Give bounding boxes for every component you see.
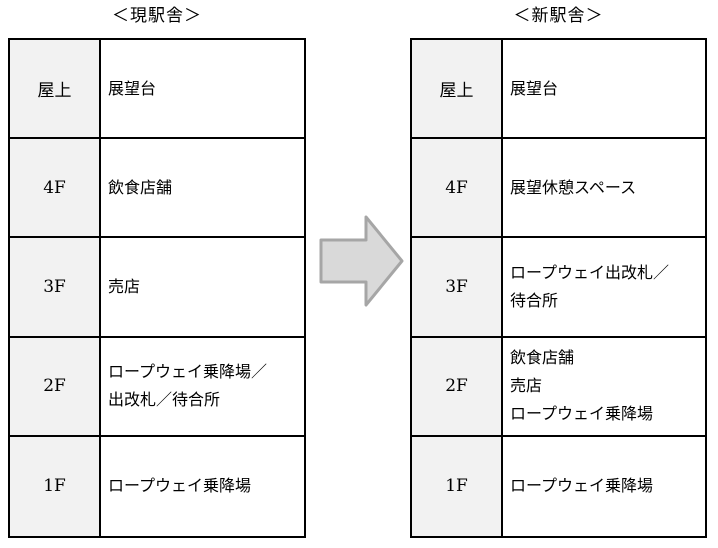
current-station-table: 屋上 展望台 4F 飲食店舗 3F 売店 2F ロープウェイ乗降場／ 出改札／待… [8, 38, 306, 538]
table-row: 2F ロープウェイ乗降場／ 出改札／待合所 [10, 337, 304, 437]
current-station-title: ＜現駅舎＞ [112, 6, 202, 26]
floor-use-cell: 売店 [108, 276, 141, 296]
floor-use-cell: ロープウェイ乗降場／ 出改札／待合所 [108, 362, 268, 410]
table-row: 4F 飲食店舗 [10, 139, 304, 239]
table-row: 3F 売店 [10, 238, 304, 338]
right-arrow-shape [319, 215, 404, 307]
floor-use-cell: ロープウェイ乗降場 [510, 476, 654, 496]
floor-use-cell: ロープウェイ出改札／ 待合所 [510, 262, 670, 310]
table-row: 3F ロープウェイ出改札／ 待合所 [412, 238, 705, 338]
floor-use-cell: ロープウェイ乗降場 [108, 476, 252, 496]
floor-label-cell: 屋上 [412, 40, 503, 138]
floor-label-cell: 1F [412, 436, 503, 536]
table-row: 4F 展望休憩スペース [412, 139, 705, 239]
floor-use-cell: 展望休憩スペース [510, 177, 637, 197]
floor-label-cell: 4F [10, 139, 101, 237]
floor-label-cell: 2F [10, 337, 101, 435]
floor-label-cell: 1F [10, 436, 101, 536]
table-row: 屋上 展望台 [10, 40, 304, 140]
floor-label-cell: 4F [412, 139, 503, 237]
right-arrow-icon [319, 215, 404, 307]
floor-label-cell: 3F [10, 238, 101, 336]
floor-label-cell: 屋上 [10, 40, 101, 138]
floor-use-cell: 展望台 [108, 78, 157, 98]
floor-label-cell: 3F [412, 238, 503, 336]
table-row: 1F ロープウェイ乗降場 [412, 436, 705, 536]
floor-use-cell: 飲食店舗 [108, 177, 173, 197]
new-station-title: ＜新駅舎＞ [513, 6, 604, 26]
table-row: 屋上 展望台 [412, 40, 705, 140]
table-row: 2F 飲食店舗 売店 ロープウェイ乗降場 [412, 337, 705, 437]
floor-use-cell: 飲食店舗 売店 ロープウェイ乗降場 [510, 348, 654, 424]
new-station-table: 屋上 展望台 4F 展望休憩スペース 3F ロープウェイ出改札／ 待合所 2F … [410, 38, 707, 538]
floor-use-cell: 展望台 [510, 78, 559, 98]
floor-label-cell: 2F [412, 337, 503, 435]
table-row: 1F ロープウェイ乗降場 [10, 436, 304, 536]
